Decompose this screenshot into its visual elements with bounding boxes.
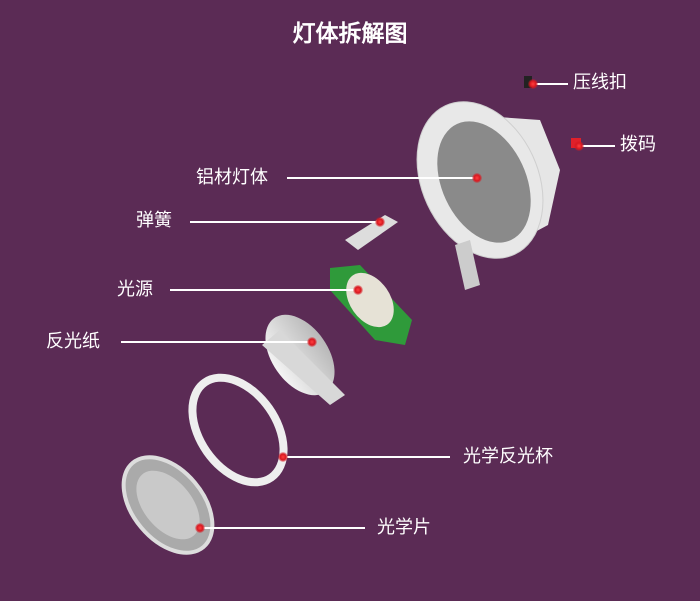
label-aluminum-body: 铝材灯体 bbox=[196, 167, 268, 188]
reflective-paper bbox=[262, 314, 345, 405]
cable-clamp bbox=[524, 76, 532, 88]
page-title: 灯体拆解图 bbox=[292, 21, 408, 47]
label-optical-reflector-cup: 光学反光杯 bbox=[463, 446, 553, 467]
label-spring: 弹簧 bbox=[136, 210, 172, 231]
marker-dots bbox=[195, 79, 584, 533]
optical-lens bbox=[121, 455, 215, 555]
label-light-source: 光源 bbox=[117, 279, 153, 300]
label-optical-lens: 光学片 bbox=[377, 517, 431, 538]
bracket-part bbox=[455, 240, 480, 290]
leader-lines bbox=[121, 83, 615, 529]
optical-reflector-cup bbox=[188, 373, 288, 487]
label-cable-clamp: 压线扣 bbox=[573, 72, 627, 93]
label-dip-switch: 拨码 bbox=[620, 134, 656, 155]
light-source-pcb bbox=[330, 265, 412, 345]
label-reflective-paper: 反光纸 bbox=[46, 331, 100, 352]
spring-part bbox=[345, 215, 398, 250]
